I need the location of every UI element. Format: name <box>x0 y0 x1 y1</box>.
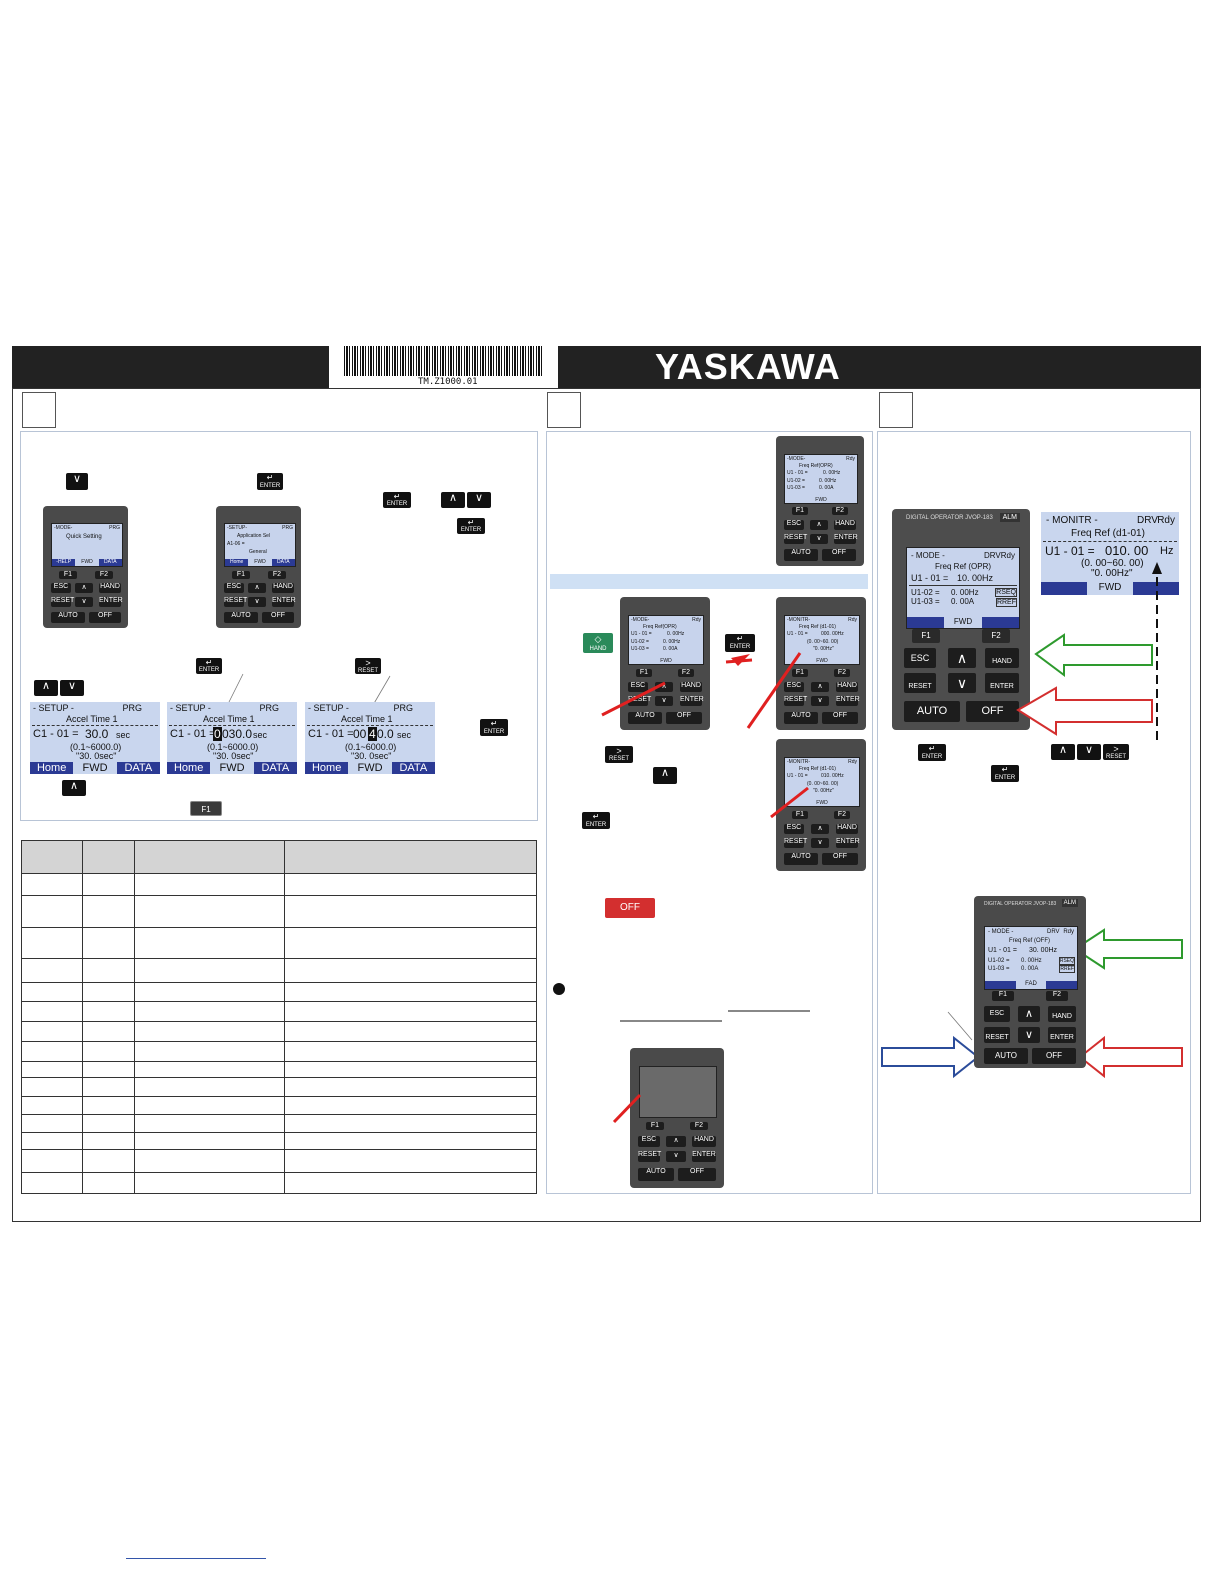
operator-device-blank: F1 F2 ESC ∧ HAND RESET ∨ ENTER AUTO OFF <box>630 1048 724 1188</box>
up-arrow-key-icon: ∧ <box>1051 744 1075 760</box>
operator-device-1: -MODE- PRG Quick Setting -HELP FWD DATA … <box>43 506 128 628</box>
bullet-dot <box>553 983 565 995</box>
enter-key-icon: ↵ENTER <box>725 634 755 652</box>
reset-shift-key-icon: >RESET <box>605 746 633 763</box>
device-1-reset: RESET <box>51 597 74 607</box>
header-left-bar <box>12 346 329 388</box>
reset-shift-key-icon: >RESET <box>1103 744 1129 760</box>
setup-screen-2: - SETUP - PRG Accel Time 1 C1 - 01 = 0 0… <box>167 702 297 774</box>
up-arrow-key-icon: ∧ <box>62 780 86 796</box>
device-2-auto: AUTO <box>224 612 258 623</box>
parameter-table <box>21 840 537 1195</box>
operator-device-big: DIGITAL OPERATOR JVOP-183 ALM - MODE - D… <box>892 509 1030 730</box>
bottom-rule <box>126 1558 266 1559</box>
device-2-f1: F1 <box>232 571 250 579</box>
enter-key-icon: ↵ENTER <box>383 492 411 508</box>
operator-device-m3: -MONITR- Rdy Freq Ref (d1-01) U1 - 01 = … <box>776 597 866 730</box>
operator-device-m1: -MODE- Rdy Freq Ref(OPR) U1 - 01 = 0. 00… <box>776 436 864 566</box>
device-1-f2: F2 <box>95 571 113 579</box>
enter-key-icon: ↵ENTER <box>457 518 485 534</box>
barcode <box>344 346 544 376</box>
setup-screen-3: - SETUP - PRG Accel Time 1 C1 - 01 = 00 … <box>305 702 435 774</box>
page-frame <box>12 388 1201 1222</box>
device-2-esc: ESC <box>224 583 244 593</box>
down-arrow-key-icon: ∨ <box>60 680 84 696</box>
section-1-box <box>22 392 56 428</box>
enter-key-icon: ↵ENTER <box>480 719 508 736</box>
device-1-enter: ENTER <box>99 597 123 607</box>
device-2-up: ∧ <box>248 583 266 593</box>
device-1-up: ∧ <box>75 583 93 593</box>
device-2-enter: ENTER <box>272 597 296 607</box>
brand-logo: YASKAWA <box>655 346 841 387</box>
hand-key-icon: ◇HAND <box>583 633 613 653</box>
device-1-down: ∨ <box>75 597 93 607</box>
device-2-f2: F2 <box>268 571 286 579</box>
up-arrow-key-icon: ∧ <box>653 767 677 784</box>
device-2-down: ∨ <box>248 597 266 607</box>
up-arrow-key-icon: ∧ <box>441 492 465 508</box>
panel-section-1 <box>20 431 538 821</box>
device-1-auto: AUTO <box>51 612 85 623</box>
device-2-reset: RESET <box>224 597 247 607</box>
device-1-lcd: -MODE- PRG Quick Setting -HELP FWD DATA <box>51 523 123 567</box>
doc-code: TM.Z1000.01 <box>418 377 478 387</box>
enter-key-icon: ↵ENTER <box>196 658 222 674</box>
section-2-box <box>547 392 581 428</box>
device-2-hand: HAND <box>272 583 294 593</box>
big-lcd: - MODE - DRV Rdy Freq Ref (OPR) U1 - 01 … <box>906 547 1020 629</box>
reset-shift-key-icon: >RESET <box>355 658 381 674</box>
section-3-box <box>879 392 913 428</box>
device-1-off: OFF <box>89 612 121 623</box>
enter-key-icon: ↵ENTER <box>582 812 610 829</box>
setup-screen-1: - SETUP - PRG Accel Time 1 C1 - 01 = 30.… <box>30 702 160 774</box>
panel-section-2 <box>546 431 873 1194</box>
device-2-off: OFF <box>262 612 294 623</box>
header-right-bar <box>558 346 1201 388</box>
operator-device-s3: DIGITAL OPERATOR JVOP-183 ALM - MODE - D… <box>974 896 1086 1068</box>
enter-key-icon: ↵ENTER <box>918 744 946 761</box>
panel-section-3 <box>877 431 1191 1194</box>
down-arrow-key-icon: ∨ <box>1077 744 1101 760</box>
off-key-icon: OFF <box>605 898 655 918</box>
device-1-esc: ESC <box>51 583 71 593</box>
device-1-hand: HAND <box>99 583 121 593</box>
device-2-lcd: -SETUP- PRG Application Sel A1-06 = Gene… <box>224 523 296 567</box>
device-1-f1: F1 <box>59 571 77 579</box>
operator-device-m2: -MODE- Rdy Freq Ref(OPR) U1 - 01 = 0. 00… <box>620 597 710 730</box>
down-arrow-key-icon: ∨ <box>66 473 88 490</box>
section-2-band <box>550 574 868 589</box>
up-arrow-key-icon: ∧ <box>34 680 58 696</box>
enter-key-icon: ↵ENTER <box>257 473 283 490</box>
down-arrow-key-icon: ∨ <box>467 492 491 508</box>
monitr-display: - MONITR - DRV Rdy Freq Ref (d1-01) U1 -… <box>1041 512 1179 595</box>
enter-key-icon: ↵ENTER <box>991 765 1019 782</box>
f1-key-icon: F1 <box>190 801 222 816</box>
operator-device-2: -SETUP- PRG Application Sel A1-06 = Gene… <box>216 506 301 628</box>
